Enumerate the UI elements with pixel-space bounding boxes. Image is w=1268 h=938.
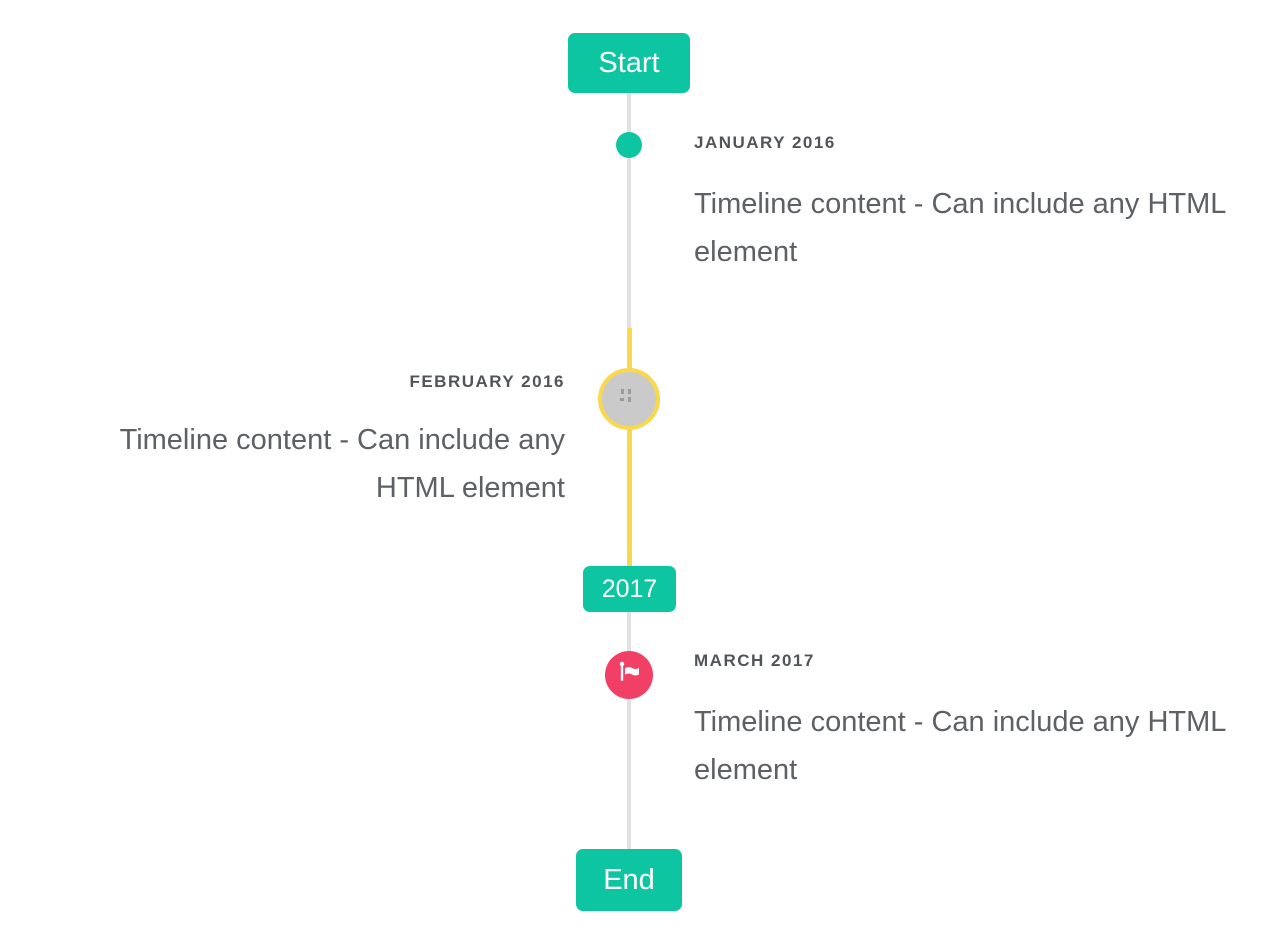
timeline-line-segment-highlighted	[626, 328, 632, 566]
timeline-item-february: FEBRUARY 2016 Timeline content - Can inc…	[40, 371, 565, 512]
timeline-item-march: MARCH 2017 Timeline content - Can includ…	[694, 650, 1229, 794]
timeline-marker-january-dot	[616, 132, 642, 158]
flag-icon	[616, 659, 643, 691]
item-content-text: Timeline content - Can include any HTML …	[694, 188, 1226, 268]
timeline-year-badge[interactable]: 2017	[583, 566, 676, 612]
timeline-line-segment-bottom	[627, 612, 631, 849]
item-content-text: Timeline content - Can include any HTML …	[119, 424, 565, 504]
timeline-start-badge[interactable]: Start	[568, 33, 690, 93]
timeline-marker-february-photo-circle	[598, 368, 660, 430]
timeline-item-january: JANUARY 2016 Timeline content - Can incl…	[694, 132, 1229, 276]
item-content-text: Timeline content - Can include any HTML …	[694, 706, 1226, 786]
timeline-line-segment-top	[627, 93, 631, 328]
item-date-label: MARCH 2017	[694, 651, 815, 670]
item-date-label: JANUARY 2016	[694, 133, 836, 152]
timeline-marker-march-flag-circle	[605, 651, 653, 699]
broken-image-icon	[619, 388, 639, 410]
timeline-end-badge[interactable]: End	[576, 849, 682, 911]
item-date-label: FEBRUARY 2016	[409, 372, 565, 391]
